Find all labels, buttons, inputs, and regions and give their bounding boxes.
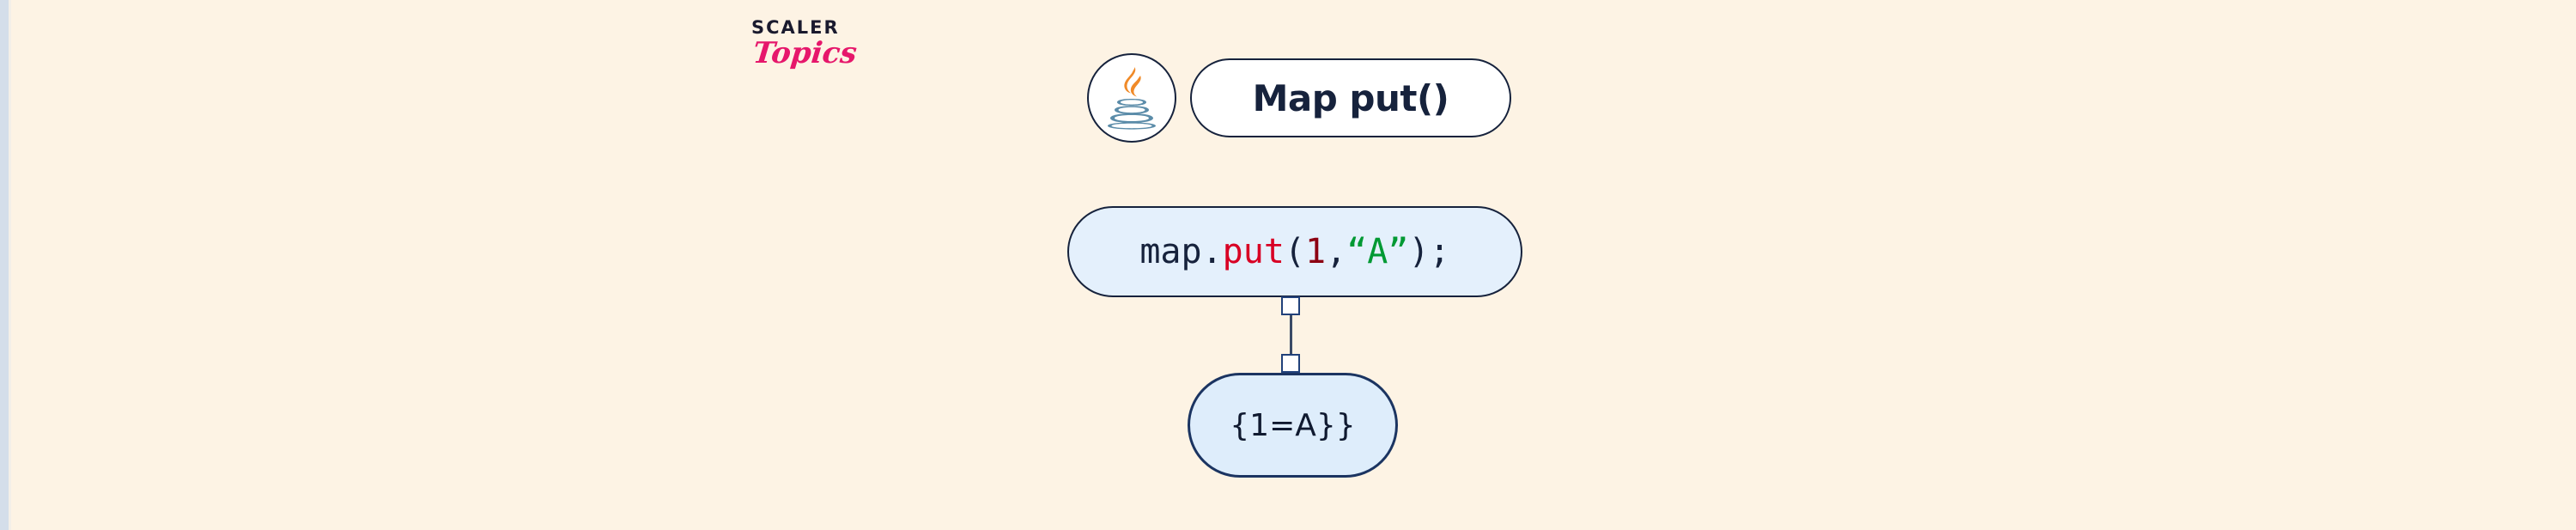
code-token-string-5: “A” [1346, 232, 1409, 271]
left-edge-strip-inner [9, 0, 11, 530]
java-logo-icon [1087, 53, 1176, 143]
code-token-plain-0: map. [1139, 232, 1223, 271]
code-token-plain-2: ( [1284, 232, 1306, 271]
code-statement-text: map.put(1,“A”); [1139, 232, 1449, 271]
code-token-plain-6: ) [1408, 232, 1430, 271]
page-title: Map put() [1252, 76, 1449, 119]
brand-name-topics: Topics [750, 36, 859, 70]
code-statement-node: map.put(1,“A”); [1067, 206, 1522, 297]
code-token-plain-4: , [1326, 232, 1347, 271]
scaler-topics-logo: SCALER Topics [751, 19, 906, 79]
brand-name-scaler: SCALER [751, 17, 840, 38]
code-token-method-1: put [1222, 232, 1285, 271]
page-title-pill: Map put() [1190, 58, 1511, 137]
left-edge-strip [0, 0, 9, 530]
connector-line [1290, 299, 1292, 376]
result-node-text: {1=A}} [1230, 407, 1356, 443]
connector-handle-top [1281, 296, 1300, 315]
java-logo-glyph [1108, 67, 1156, 130]
result-node: {1=A}} [1188, 373, 1398, 478]
code-token-plain-7: ; [1429, 232, 1450, 271]
connector-handle-bottom [1281, 354, 1300, 373]
code-token-number-3: 1 [1305, 232, 1327, 271]
